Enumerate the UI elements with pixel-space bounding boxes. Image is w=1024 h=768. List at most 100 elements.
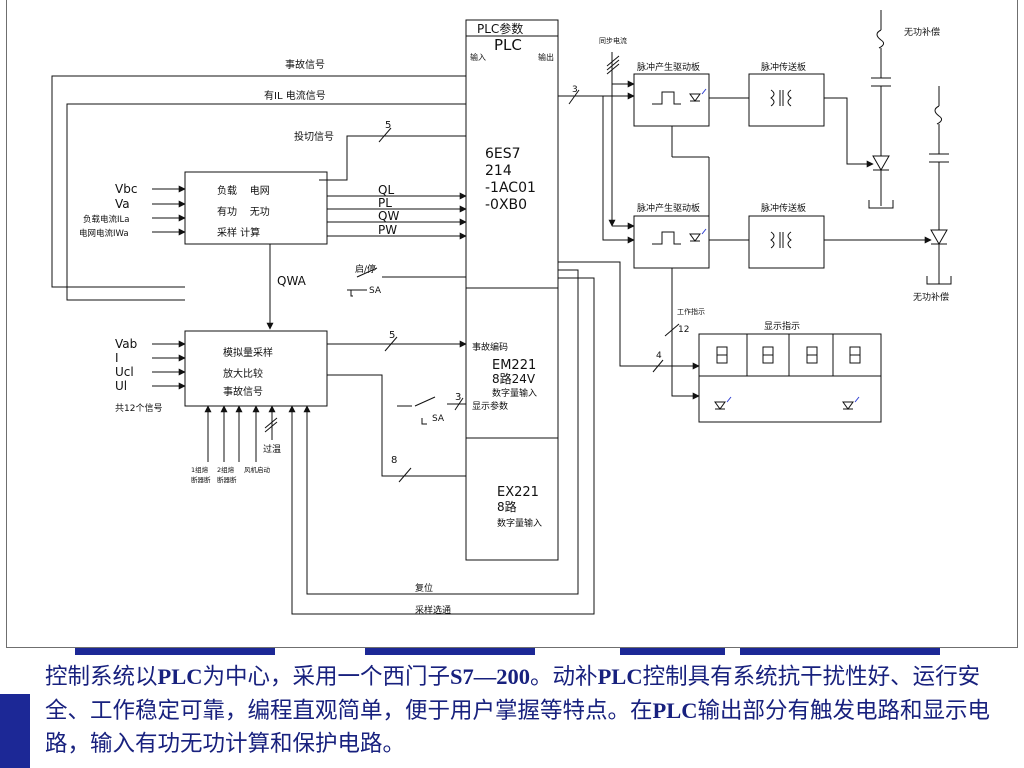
- transfer-board-bottom: [709, 215, 825, 269]
- deco-bar-1: [75, 648, 275, 655]
- fault-code-bus: [327, 336, 467, 352]
- analog-line-3: 事故信号: [223, 385, 263, 398]
- analog-signal-count: 共12个信号: [115, 402, 162, 414]
- compensation-bottom-label: 无功补偿: [913, 291, 949, 303]
- sa-label-2: SA: [432, 414, 445, 424]
- plc-title: PLC: [494, 36, 522, 54]
- caption-bold: S7—200: [450, 664, 531, 689]
- calc-input-iwa: 电网电流IWa: [79, 228, 129, 239]
- bus-count-display-panel: 4: [656, 351, 662, 361]
- calc-input-vbc: Vbc: [115, 182, 137, 196]
- calc-output-qw: QW: [378, 209, 399, 223]
- sync-current: [606, 52, 635, 230]
- bus-count-fault-code: 5: [389, 330, 395, 341]
- transfer-board-bottom-label: 脉冲传送板: [761, 202, 806, 214]
- driver-board-bottom-label: 脉冲产生驱动板: [637, 202, 700, 214]
- sample-select-line: [288, 277, 595, 615]
- qwa-label: QWA: [277, 274, 307, 288]
- em-model-3: 数字量输入: [492, 387, 537, 399]
- switch-signal-line: [319, 127, 466, 181]
- calc-line-3: 采样 计算: [217, 226, 260, 239]
- work-indicator-label: 工作指示: [677, 307, 705, 316]
- caption-part: 控制系统以: [45, 664, 158, 690]
- sync-current-label: 同步电流: [599, 36, 627, 45]
- ex-model-2: 8路: [497, 499, 517, 514]
- current-signal-label: 有IL 电流信号: [264, 89, 326, 102]
- analog-input-ul: Ul: [115, 379, 127, 393]
- deco-bar-2: [365, 648, 535, 655]
- plc-model-1: 6ES7: [485, 146, 521, 162]
- calc-output-ql: QL: [378, 183, 394, 197]
- ex-input-bus: [327, 374, 466, 483]
- display-panel: [698, 333, 882, 423]
- overtemp-label: 过温: [263, 443, 281, 455]
- bus-count-output: 3: [572, 85, 578, 95]
- reset-label: 复位: [415, 582, 433, 594]
- driver-board-top: [633, 73, 710, 127]
- plc-block: [465, 19, 559, 561]
- caption-bold: PLC: [652, 698, 698, 723]
- sa-label-1: SA: [369, 286, 382, 296]
- ex-model-1: EX221: [497, 485, 539, 500]
- fan-start-label: 风机启动: [244, 465, 271, 474]
- calc-block: [184, 171, 328, 245]
- transfer-board-top: [709, 73, 825, 127]
- side-accent-block: [0, 694, 30, 768]
- fuse2-label-1: 2组熔: [217, 465, 235, 474]
- work-indicator-line: [664, 126, 710, 400]
- bus-count-work: 12: [678, 325, 689, 335]
- plc-model-2: 214: [485, 163, 512, 179]
- calc-input-arrows: [152, 185, 186, 236]
- current-signal-line: [66, 103, 466, 301]
- bus-count-switch: 5: [385, 120, 391, 131]
- caption-part: 控制具有系统抗干扰性好、运行安全、工作稳定可靠，编程直观简单，便于用户掌握等特点…: [45, 664, 981, 724]
- driver-board-bottom: [633, 215, 710, 269]
- calc-input-va: Va: [115, 197, 130, 211]
- caption-bold: PLC: [157, 664, 203, 689]
- caption-part: 输出部分有触发电路和显示电路，输入有功无功计算和保护电路。: [45, 698, 991, 757]
- analog-input-ucl: Ucl: [115, 365, 134, 379]
- driver-board-top-label: 脉冲产生驱动板: [637, 61, 700, 73]
- plc-header: PLC参数: [477, 21, 523, 36]
- analog-input-i: I: [115, 351, 119, 365]
- caption-part: 。动补: [530, 664, 598, 690]
- analog-bottom-arrows: [204, 405, 278, 462]
- analog-input-vab: Vab: [115, 337, 137, 351]
- thyristor-top: [824, 10, 894, 209]
- compensation-top-label: 无功补偿: [904, 26, 940, 38]
- start-stop-label: 启/停: [355, 263, 376, 275]
- analog-line-2: 放大比较: [223, 367, 263, 380]
- calc-line-2: 有功 无功: [217, 205, 270, 218]
- bus-count-ex: 8: [391, 455, 397, 466]
- calc-output-pw: PW: [378, 223, 397, 237]
- caption-text: 控制系统以PLC为中心，采用一个西门子S7—200。动补PLC控制具有系统抗干扰…: [45, 660, 1015, 761]
- calc-output-arrows: [327, 192, 467, 240]
- fuse1-label-2: 断器断: [191, 475, 211, 484]
- fuse1-label-1: 1组熔: [191, 465, 209, 474]
- ex-model-3: 数字量输入: [497, 517, 542, 529]
- fault-signal-line: [51, 75, 466, 288]
- analog-line-1: 模拟量采样: [223, 346, 273, 359]
- calc-output-pl: PL: [378, 196, 392, 210]
- calc-input-ila: 负载电流ILa: [83, 214, 129, 225]
- fuse2-label-2: 断器断: [217, 475, 237, 484]
- em-model-2: 8路24V: [492, 371, 536, 386]
- plc-input-label: 输入: [470, 52, 486, 62]
- sample-select-label: 采样选通: [415, 604, 451, 616]
- em-display-params: 显示参数: [472, 400, 508, 412]
- start-stop-switch: [347, 267, 466, 297]
- diagram-frame: PLC参数 PLC 输入 输出 6ES7 214 -1AC01 -0XB0 事故…: [6, 0, 1018, 648]
- em-fault-code-label: 事故编码: [472, 341, 508, 353]
- fault-signal-label: 事故信号: [285, 58, 325, 71]
- reset-line: [303, 269, 579, 595]
- plc-model-4: -0XB0: [485, 197, 527, 213]
- em-model-1: EM221: [492, 358, 536, 373]
- display-params-bus: [397, 396, 466, 425]
- analog-input-arrows: [152, 340, 186, 390]
- display-bus: [558, 261, 700, 373]
- caption-part: 为中心，采用一个西门子: [202, 664, 451, 690]
- plc-output-bus: [558, 89, 635, 244]
- transfer-board-top-label: 脉冲传送板: [761, 61, 806, 73]
- control-system-diagram: PLC参数 PLC 输入 输出 6ES7 214 -1AC01 -0XB0 事故…: [51, 10, 952, 616]
- plc-model-3: -1AC01: [485, 180, 536, 196]
